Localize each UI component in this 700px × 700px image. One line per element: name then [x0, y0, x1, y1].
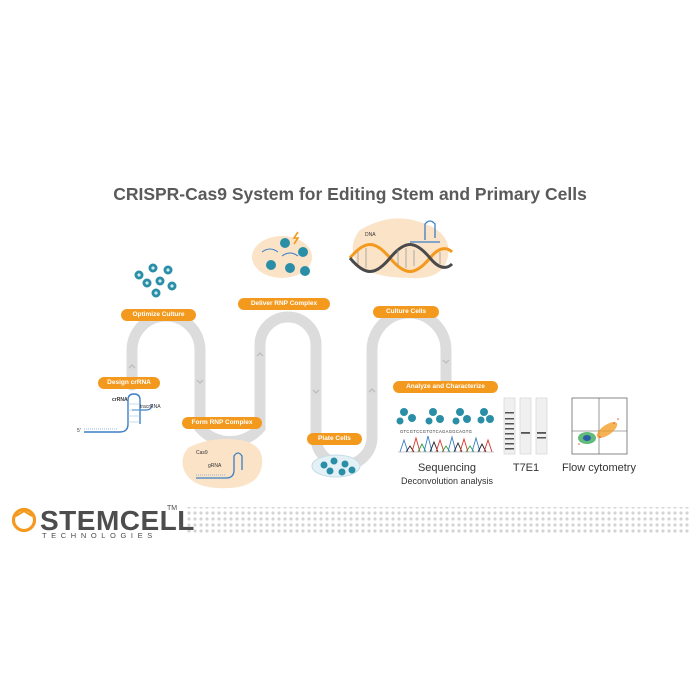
- step-plate-cells: Plate Cells: [307, 433, 362, 445]
- step-analyze-characterize: Analyze and Characterize: [393, 381, 498, 393]
- dotted-band: [186, 507, 691, 535]
- diagram-title: CRISPR-Cas9 System for Editing Stem and …: [113, 184, 587, 204]
- sequencing-cells: [396, 408, 494, 425]
- sequencing-caption: Sequencing: [417, 462, 477, 474]
- rnp-illustration: [182, 439, 263, 489]
- logo-trademark: TM: [167, 505, 178, 512]
- plate-dish: [311, 454, 361, 478]
- step-design-crrna: Design crRNA: [98, 377, 160, 389]
- crrna-structure: [84, 393, 153, 433]
- culture-cells: [134, 263, 177, 298]
- sequence-text: GTCGTCCGTGTCAGAGGCAGTG: [400, 429, 473, 434]
- t7e1-caption: T7E1: [512, 462, 540, 474]
- workflow-track: [126, 307, 452, 471]
- t7e1-gel: [503, 397, 548, 455]
- step-culture-cells: Culture Cells: [373, 306, 439, 318]
- flow-plot: [571, 397, 628, 455]
- logo-mark-icon: [11, 507, 37, 533]
- five-prime-label: 5': [77, 428, 81, 434]
- grna-label: gRNA: [208, 463, 222, 469]
- step-optimize-culture: Optimize Culture: [121, 309, 196, 321]
- deconvolution-caption: Deconvolution analysis: [400, 476, 494, 486]
- tracrrna-label: tracrRNA: [140, 404, 161, 410]
- logo-subtitle: TECHNOLOGIES: [42, 531, 157, 540]
- chromatogram: [398, 435, 494, 453]
- dna-illustration: [348, 218, 454, 279]
- step-form-rnp: Form RNP Complex: [182, 417, 262, 429]
- flow-cytometry-caption: Flow cytometry: [562, 462, 636, 474]
- cas9-label: Cas9: [196, 450, 208, 456]
- track-chevrons: [128, 352, 450, 394]
- crrna-label: crRNA: [112, 397, 128, 403]
- logo-wordmark: STEMCELL: [40, 505, 195, 536]
- deliver-illustration: [252, 231, 312, 278]
- step-deliver-rnp: Deliver RNP Complex: [238, 298, 330, 310]
- dna-label: DNA: [365, 232, 376, 238]
